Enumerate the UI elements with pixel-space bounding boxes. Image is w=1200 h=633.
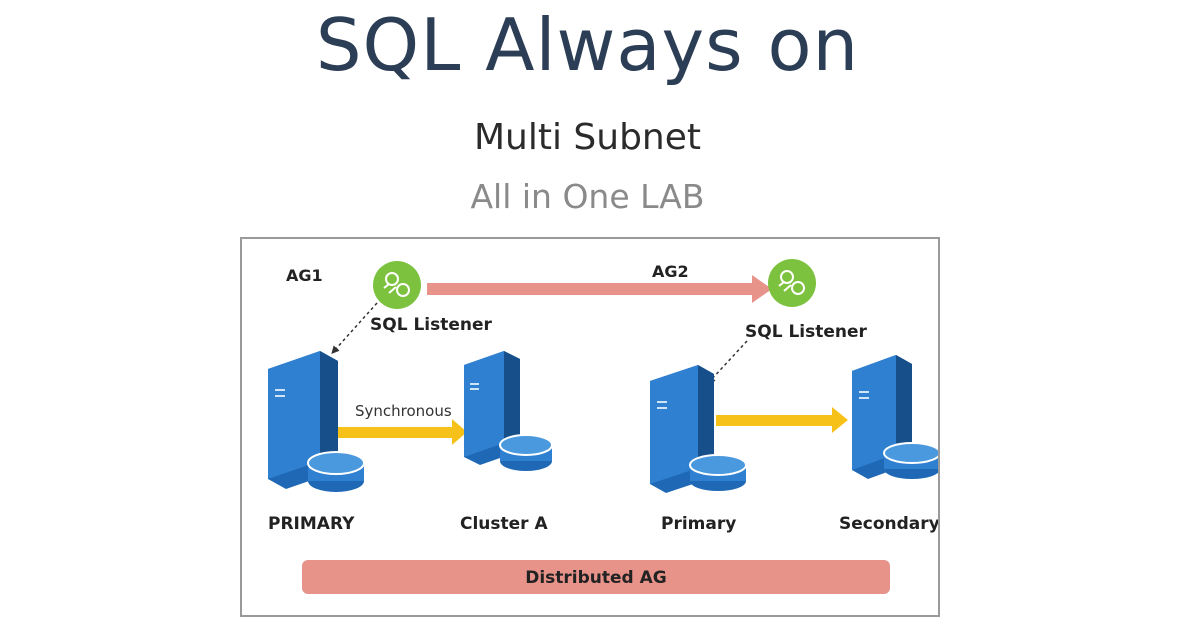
server4-label: Secondary xyxy=(839,514,938,534)
page-subtitle: Multi Subnet xyxy=(473,117,702,158)
distributed-ag-label: Distributed AG xyxy=(525,568,667,588)
diagram-canvas: AG1 AG2 SQL Listener SQL Listener xyxy=(268,259,938,594)
always-on-diagram: AG1 AG2 SQL Listener SQL Listener xyxy=(240,237,940,617)
server2-label: Cluster A xyxy=(460,514,548,534)
listener-icon xyxy=(768,259,816,307)
ag2-label: AG2 xyxy=(652,262,689,281)
listener2-label: SQL Listener xyxy=(745,322,868,342)
server1-label: PRIMARY xyxy=(268,514,355,534)
listener2-connector xyxy=(707,340,748,384)
listener1-connector xyxy=(331,302,378,354)
page-subtitle-secondary: All in One LAB xyxy=(470,177,705,216)
ag-replication-arrow xyxy=(427,275,772,303)
sync-arrow xyxy=(338,419,467,445)
distributed-ag-bar xyxy=(302,560,890,594)
server3-label: Primary xyxy=(661,514,736,534)
page-title: SQL Always on xyxy=(315,3,860,87)
server-icon xyxy=(650,365,747,493)
ag1-label: AG1 xyxy=(286,266,323,285)
server-icon xyxy=(464,351,553,471)
listener-icon xyxy=(373,261,421,309)
server-icon xyxy=(852,355,938,479)
server-icon xyxy=(268,351,365,492)
sync-label: Synchronous xyxy=(355,402,452,420)
replication-arrow xyxy=(716,407,848,433)
listener1-label: SQL Listener xyxy=(370,315,493,335)
